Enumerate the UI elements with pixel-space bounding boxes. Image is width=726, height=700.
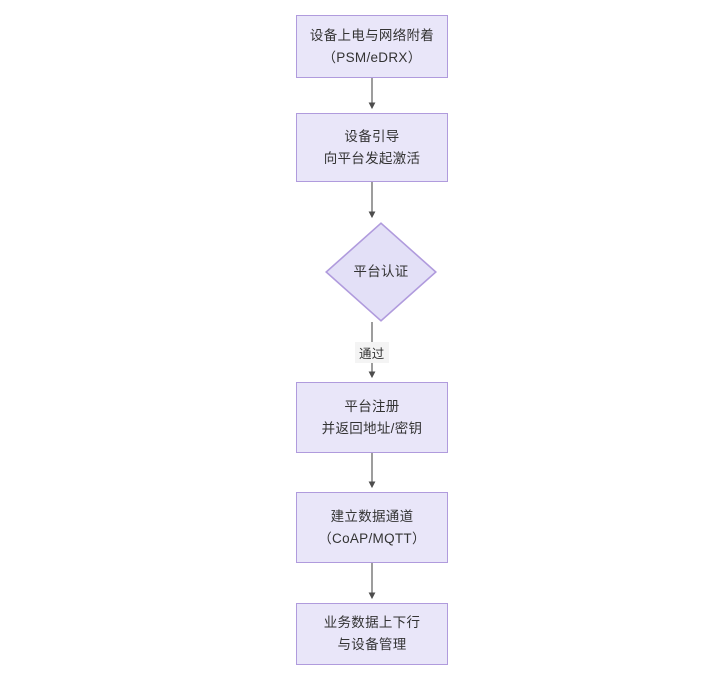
node-label-line: 设备上电与网络附着	[309, 27, 435, 43]
node-label-line: 平台认证	[353, 264, 409, 279]
node-device-power-on[interactable]: 设备上电与网络附着 （PSM/eDRX）	[296, 15, 448, 78]
node-label-line: 与设备管理	[337, 637, 407, 652]
node-label-line: 并返回地址/密钥	[321, 420, 423, 436]
node-platform-registration[interactable]: 平台注册 并返回地址/密钥	[296, 382, 448, 453]
node-label-line: 建立数据通道	[330, 508, 414, 524]
node-establish-data-channel[interactable]: 建立数据通道 （CoAP/MQTT）	[296, 492, 448, 563]
node-label-line: 设备引导	[344, 128, 400, 144]
node-label-line: 向平台发起激活	[323, 150, 421, 166]
node-business-data-and-device-management[interactable]: 业务数据上下行 与设备管理	[296, 603, 448, 665]
node-label-line: （CoAP/MQTT）	[318, 530, 426, 546]
diamond-shape-icon	[325, 222, 437, 322]
node-device-bootstrap[interactable]: 设备引导 向平台发起激活	[296, 113, 448, 182]
node-label-line: （PSM/eDRX）	[322, 49, 422, 65]
node-label-line: 业务数据上下行	[323, 615, 421, 630]
node-label-line: 平台注册	[344, 398, 400, 414]
edge-label-pass: 通过	[355, 342, 389, 363]
node-platform-authentication[interactable]: 平台认证	[325, 222, 437, 322]
